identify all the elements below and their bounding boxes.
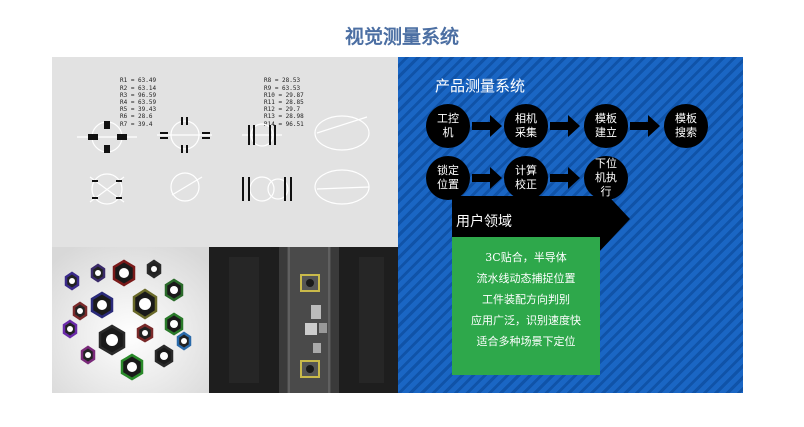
- arrow-icon: [472, 115, 502, 137]
- pcb-shapes: [209, 247, 398, 393]
- pcb-camera-image: [209, 247, 398, 393]
- arrow-icon: [472, 167, 502, 189]
- flow-node-camera: 相机采集: [504, 104, 548, 148]
- arrow-icon: [630, 115, 660, 137]
- flow-node-calc-correct: 计算校正: [504, 156, 548, 200]
- flow-node-ipc: 工控机: [426, 104, 470, 148]
- system-title: 产品测量系统: [435, 77, 526, 95]
- page-title: 视觉测量系统: [344, 26, 459, 48]
- application-line: 工件装配方向判别: [482, 293, 570, 306]
- flow-node-plc-execute: 下位机执行: [584, 156, 628, 200]
- application-box: 3C贴合，半导体 流水线动态捕捉位置 工件装配方向判别 应用广泛，识别速度快 适…: [452, 237, 600, 375]
- application-line: 3C贴合，半导体: [485, 251, 567, 264]
- flow-node-template-build: 模板建立: [584, 104, 628, 148]
- flow-node-template-search: 模板搜索: [664, 104, 708, 148]
- arrow-icon: [550, 167, 580, 189]
- hex-nut-image: [52, 247, 209, 393]
- application-line: 流水线动态捕捉位置: [476, 272, 576, 285]
- application-line: 适合多种场景下定位: [476, 335, 576, 348]
- arrow-icon: [550, 115, 580, 137]
- hex-nut-shapes: [52, 247, 209, 393]
- flow-node-lock-position: 锁定位置: [426, 156, 470, 200]
- measurement-shapes: [77, 115, 370, 205]
- application-line: 应用广泛，识别速度快: [471, 314, 581, 327]
- banner-arrow-icon: [452, 185, 630, 253]
- user-field-label: 用户领域: [456, 214, 512, 230]
- flow-arrows: [452, 115, 660, 253]
- system-flow-panel: 产品测量系统 工控机 相机采集 模板建立 模板搜索 锁定位置 计算校正 下位机执…: [398, 57, 743, 393]
